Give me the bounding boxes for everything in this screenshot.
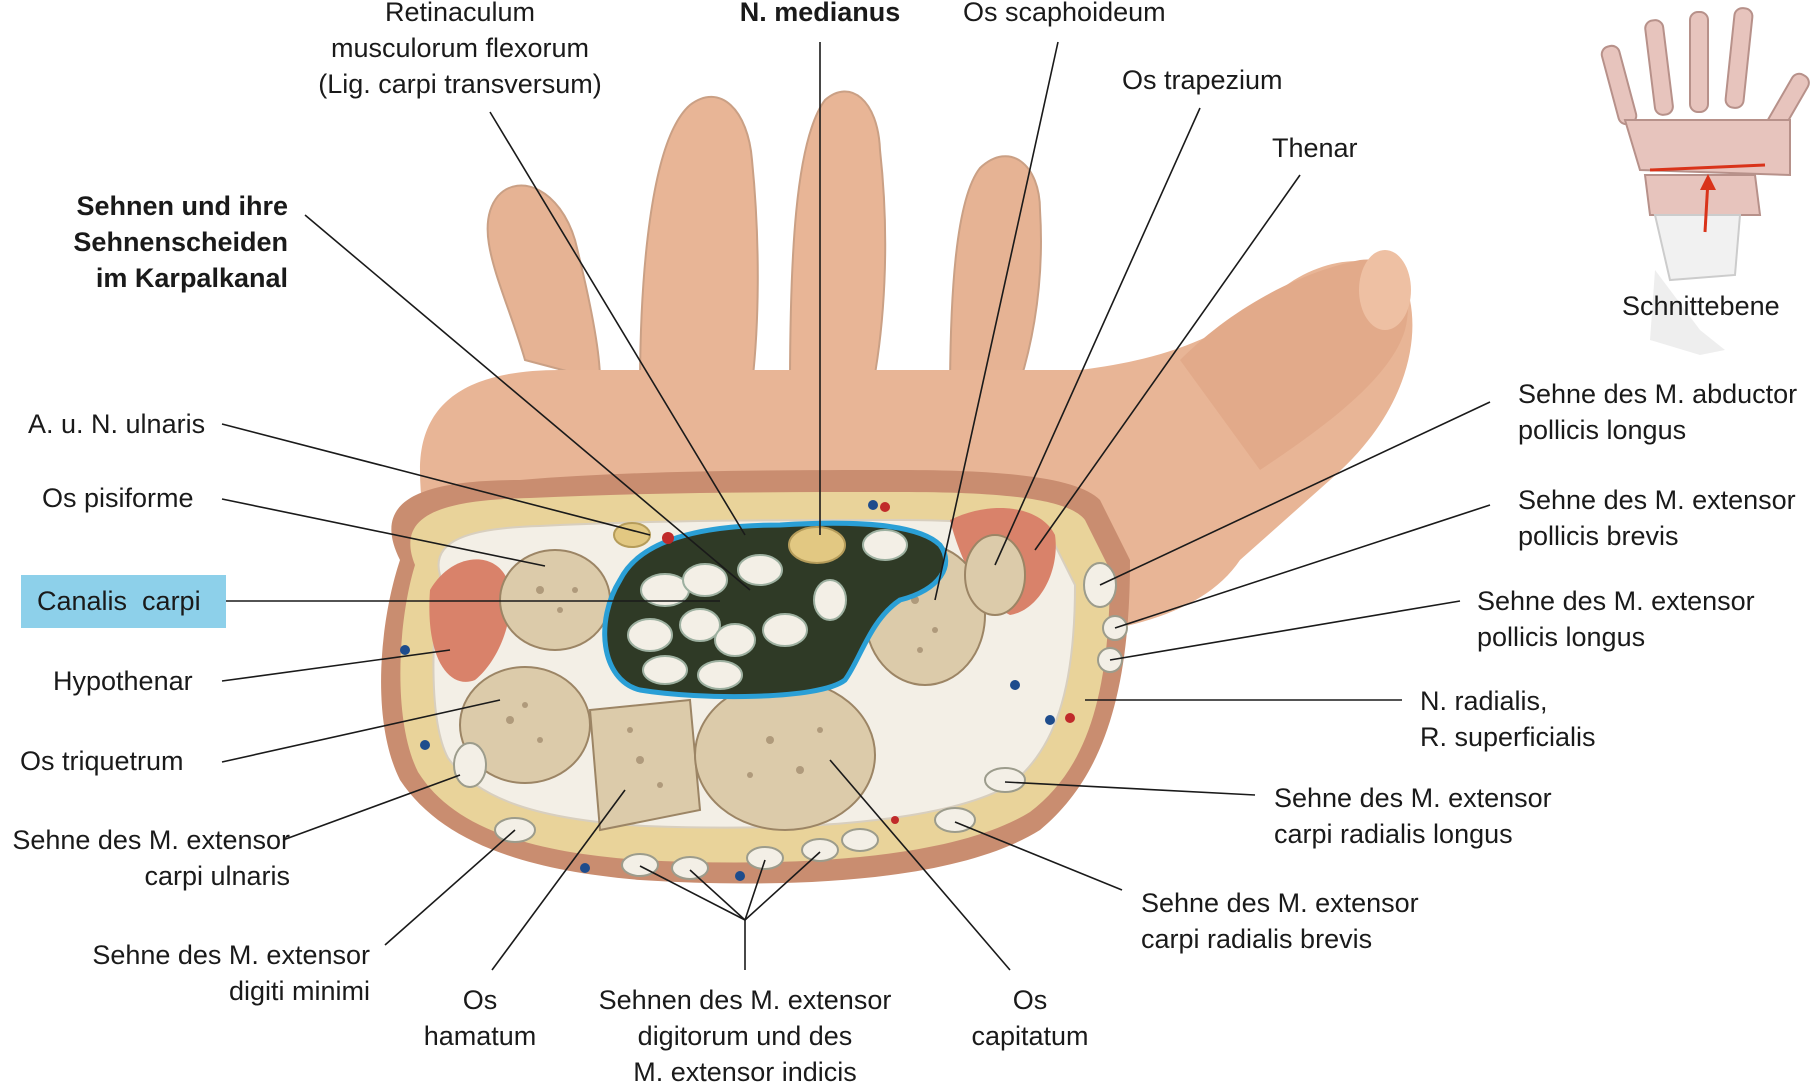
label-ext-carpi-rad-brevis: Sehne des M. extensor carpi radialis bre… (1141, 888, 1419, 954)
label-os-trapezium: Os trapezium (1122, 65, 1283, 95)
label-os-capitatum: Os capitatum (971, 985, 1089, 1051)
label-ext-pollicis-brevis: Sehne des M. extensor pollicis brevis (1518, 485, 1796, 551)
label-ext-carpi-rad-longus: Sehne des M. extensor carpi radialis lon… (1274, 783, 1552, 849)
label-abd-pollicis-longus: Sehne des M. abductor pollicis longus (1518, 379, 1798, 445)
label-canalis-carpi: Canalis carpi (37, 586, 201, 616)
label-n-radialis: N. radialis, R. superficialis (1420, 686, 1596, 752)
leader-lines (221, 41, 1491, 971)
label-ext-digitorum: Sehnen des M. extensor digitorum und des… (598, 985, 892, 1087)
label-os-pisiforme: Os pisiforme (42, 483, 194, 513)
inset-section-plane-illustration (1600, 7, 1810, 355)
label-a-n-ulnaris: A. u. N. ulnaris (28, 409, 206, 439)
label-os-hamatum: Os hamatum (423, 985, 537, 1051)
label-ext-digiti-minimi: Sehne des M. extensor digiti minimi (92, 940, 370, 1006)
label-sehnen-karpalkanal: Sehnen und ihre Sehnenscheiden im Karpal… (73, 191, 288, 293)
label-os-scaphoideum: Os scaphoideum (963, 0, 1166, 27)
label-n-medianus: N. medianus (739, 0, 901, 27)
canalis-carpi-highlight (21, 575, 226, 628)
label-hypothenar: Hypothenar (53, 666, 193, 696)
label-os-triquetrum: Os triquetrum (20, 746, 184, 776)
cross-section (381, 470, 1130, 884)
carpal-bones (459, 534, 1026, 832)
label-ext-carpi-ulnaris: Sehne des M. extensor carpi ulnaris (12, 825, 290, 891)
label-retinaculum: Retinaculum musculorum flexorum (Lig. ca… (318, 0, 602, 99)
label-thenar: Thenar (1272, 133, 1358, 163)
label-ext-pollicis-longus: Sehne des M. extensor pollicis longus (1477, 586, 1755, 652)
label-schnittebene: Schnittebene (1622, 291, 1780, 321)
